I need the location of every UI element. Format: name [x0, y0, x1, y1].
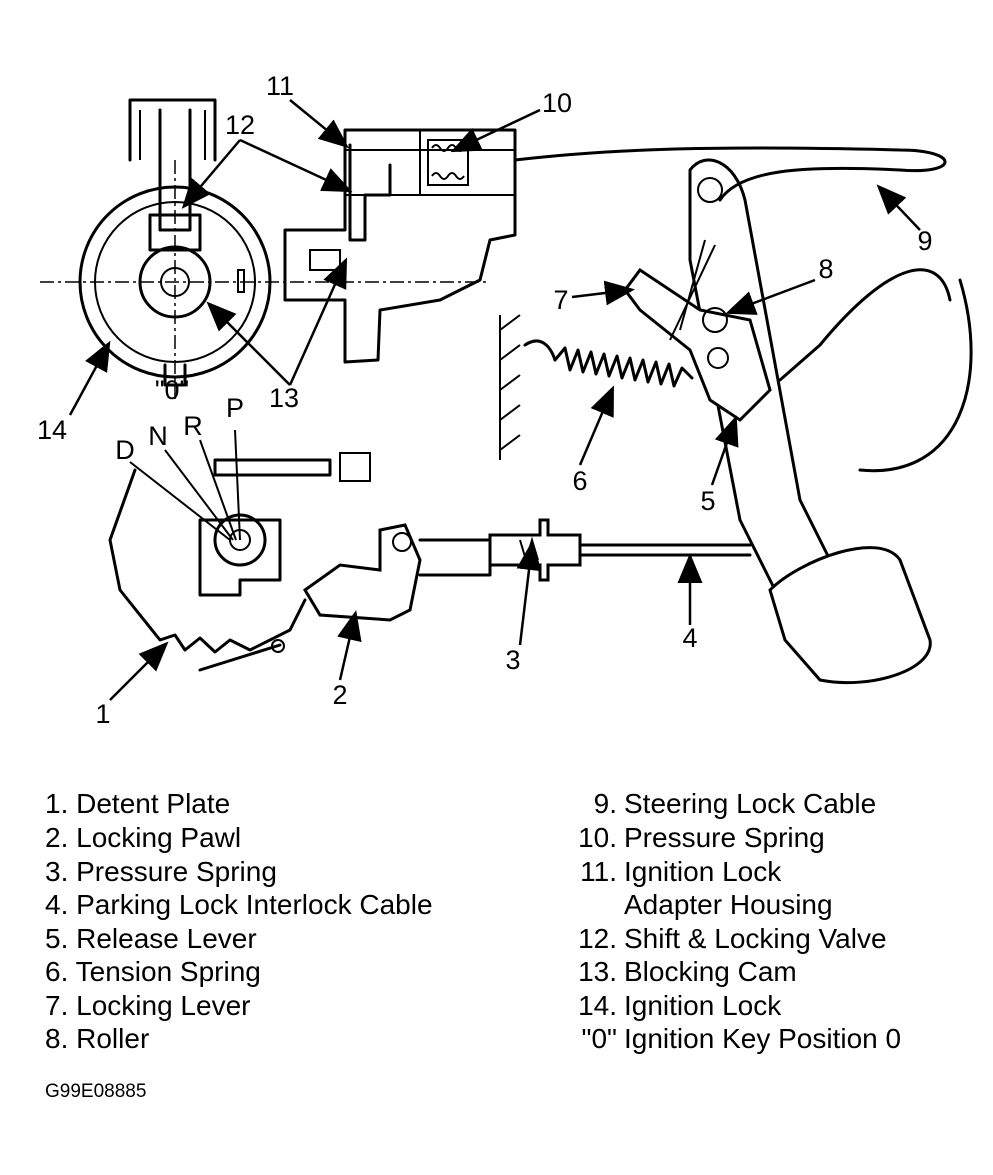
- steering-lock-cable-drawing: [513, 146, 947, 202]
- legend-item: Blocking Cam: [624, 956, 797, 987]
- callout-key-position-0: "0": [155, 375, 189, 405]
- legend-right: 9. Steering Lock Cable 10. Pressure Spri…: [578, 788, 901, 1054]
- adapter-housing-drawing: [283, 128, 517, 364]
- callout-6: 6: [572, 466, 587, 496]
- legend-item: 7. Locking Lever: [45, 990, 250, 1021]
- legend-left: 1. Detent Plate 2. Locking Pawl 3. Press…: [45, 788, 433, 1054]
- legend-item: Ignition Lock: [624, 990, 782, 1021]
- callout-14: 14: [37, 415, 67, 445]
- callout-13: 13: [269, 383, 299, 413]
- callout-3: 3: [505, 645, 520, 675]
- callout-1: 1: [95, 699, 110, 729]
- callout-11: 11: [266, 71, 294, 101]
- legend-number: 13.: [578, 956, 617, 987]
- detent-plate-drawing: [108, 429, 371, 672]
- callout-7: 7: [553, 285, 568, 315]
- gear-label-r: R: [183, 411, 203, 441]
- callout-10: 10: [542, 88, 572, 118]
- callout-2: 2: [332, 680, 347, 710]
- legend-number: "0": [582, 1023, 617, 1054]
- gear-label-d: D: [115, 435, 135, 465]
- legend-number: 11.: [580, 856, 617, 887]
- leader-lines: [68, 99, 921, 701]
- gear-label-n: N: [148, 421, 168, 451]
- legend-item: 4. Parking Lock Interlock Cable: [45, 889, 433, 920]
- legend-item: 1. Detent Plate: [45, 788, 230, 819]
- legend-item: 2. Locking Pawl: [45, 822, 241, 853]
- legend-number: 10.: [578, 822, 617, 853]
- callout-12: 12: [225, 110, 255, 140]
- callout-4: 4: [682, 623, 697, 653]
- gear-label-p: P: [226, 393, 244, 423]
- tension-spring-drawing: [499, 314, 694, 460]
- figure-code: G99E08885: [45, 1081, 146, 1102]
- legend-item: Adapter Housing: [624, 889, 833, 920]
- legend-number: 9.: [594, 788, 617, 819]
- legend-item: 5. Release Lever: [45, 923, 257, 954]
- legend-number: 14.: [578, 990, 617, 1021]
- ignition-lock-drawing: [40, 98, 490, 400]
- brake-pedal-drawing: [688, 158, 932, 685]
- legend-item: 3. Pressure Spring: [45, 856, 277, 887]
- legend-item: 8. Roller: [45, 1023, 149, 1054]
- locking-pawl-drawing: [303, 518, 752, 622]
- legend-item: Pressure Spring: [624, 822, 825, 853]
- locking-lever-drawing: [623, 239, 973, 473]
- legend-number: 12.: [578, 923, 617, 954]
- callout-8: 8: [818, 254, 833, 284]
- legend-item: 6. Tension Spring: [45, 956, 261, 987]
- legend-item: Shift & Locking Valve: [624, 923, 887, 954]
- legend-item: Steering Lock Cable: [624, 788, 876, 819]
- legend-item: Ignition Key Position 0: [624, 1023, 901, 1054]
- callout-9: 9: [917, 226, 932, 256]
- legend-item: Ignition Lock: [624, 856, 782, 887]
- callout-5: 5: [700, 486, 715, 516]
